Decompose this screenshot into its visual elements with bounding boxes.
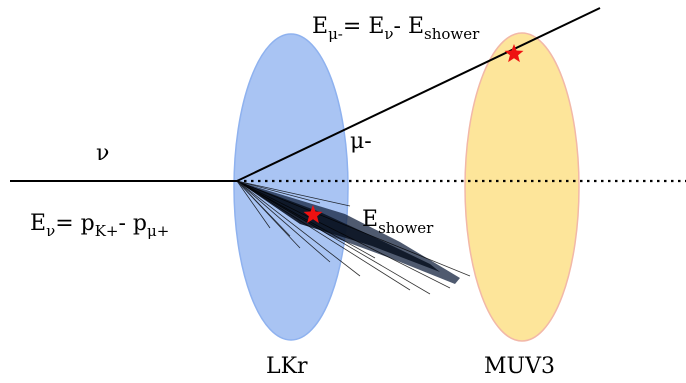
e-mu-minus: - E [394,14,425,39]
e-shower-main: E [362,207,378,232]
muon-hit-star-icon [504,44,524,63]
e-nu-k-sub: K+ [95,222,119,240]
shower-energy-label: Eshower [362,207,434,237]
e-mu-main: E [312,14,328,39]
neutrino-label: ν [96,141,109,166]
e-nu-sub: ν [46,222,55,240]
e-nu-eq: = p [55,211,95,236]
e-mu-eq: = E [343,14,385,39]
e-nu-minus: - p [118,211,147,236]
e-mu-nu-sub: ν [384,25,393,43]
shower-star-icon [303,205,323,224]
e-mu-sub: μ- [328,25,343,43]
muon-energy-formula: Eμ-= Eν- Eshower [312,14,480,43]
lkr-label: LKr [266,354,308,379]
muon-track [236,7,601,182]
e-mu-shower-sub: shower [424,25,480,43]
e-nu-main: E [30,211,46,236]
shower-cone [236,180,471,295]
muv3-label: MUV3 [484,354,555,379]
neutrino-energy-formula: Eν= pK+- pμ+ [30,211,169,240]
e-shower-sub: shower [378,219,434,237]
muv3-detector [464,32,580,342]
muon-label: μ- [350,129,372,154]
e-nu-mu-sub: μ+ [147,222,169,240]
lkr-detector [233,33,349,341]
